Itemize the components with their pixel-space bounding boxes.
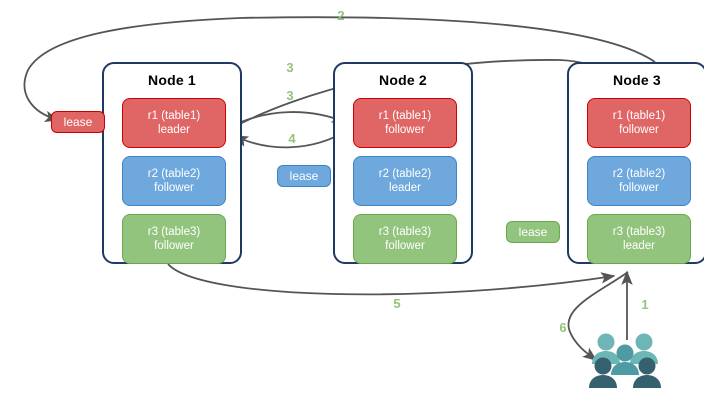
node-1-replica-r1[interactable]: r1 (table1) leader [122,98,226,148]
user-figure-center [611,344,639,375]
users-group-icon[interactable] [588,330,668,392]
node-1-title: Node 1 [148,72,196,88]
arrow-step-2 [23,16,656,122]
lease-table2-chip[interactable]: lease [277,165,331,187]
lease-table1-chip[interactable]: lease [51,111,105,133]
node-2-replica-r1-line2: follower [385,124,425,136]
node-3-replica-r3[interactable]: r3 (table3) leader [587,214,691,264]
step-label-3b: 3 [286,88,294,103]
arrow-step-6 [567,271,629,361]
step-label-1: 1 [641,297,649,312]
node-1-replica-r3-line2: follower [154,240,194,252]
node-2-replica-r3[interactable]: r3 (table3) follower [353,214,457,264]
step-label-6: 6 [559,320,567,335]
node-3-replica-r2-line1: r2 (table2) [612,168,666,180]
user-figure-front-right [633,357,661,388]
node-1-replica-r2-line2: follower [154,182,194,194]
node-2-replica-r1[interactable]: r1 (table1) follower [353,98,457,148]
node-1-replica-r3[interactable]: r3 (table3) follower [122,214,226,264]
node-3-replica-r2[interactable]: r2 (table2) follower [587,156,691,206]
node-2-box[interactable]: Node 2 r1 (table1) follower r2 (table2) … [333,62,473,264]
step-label-5: 5 [393,296,401,311]
node-3-replica-r2-line2: follower [619,182,659,194]
node-3-replica-r1[interactable]: r1 (table1) follower [587,98,691,148]
step-label-3a: 3 [286,60,294,75]
lease-table3-chip[interactable]: lease [506,221,560,243]
node-2-replica-r2-line2: leader [389,182,421,194]
node-3-title: Node 3 [613,72,661,88]
node-1-replica-r1-line1: r1 (table1) [147,110,201,122]
node-2-replica-r3-line2: follower [385,240,425,252]
node-1-replica-r2-line1: r2 (table2) [147,168,201,180]
step-label-2: 2 [337,8,345,23]
node-1-replica-r1-line2: leader [158,124,190,136]
node-2-replica-r2-line1: r2 (table2) [378,168,432,180]
arrow-step-3-to-node2 [229,111,347,128]
arrow-step-5 [167,263,616,296]
node-1-replica-r3-line1: r3 (table3) [147,226,201,238]
node-3-box[interactable]: Node 3 r1 (table1) follower r2 (table2) … [567,62,704,264]
step-label-4: 4 [288,131,296,146]
node-3-replica-r1-line1: r1 (table1) [612,110,666,122]
node-2-replica-r2[interactable]: r2 (table2) leader [353,156,457,206]
node-1-replica-r2[interactable]: r2 (table2) follower [122,156,226,206]
node-1-box[interactable]: Node 1 r1 (table1) leader r2 (table2) fo… [102,62,242,264]
node-2-replica-r3-line1: r3 (table3) [378,226,432,238]
node-2-replica-r1-line1: r1 (table1) [378,110,432,122]
node-3-replica-r1-line2: follower [619,124,659,136]
node-3-replica-r3-line2: leader [623,240,655,252]
user-figure-front-left [589,357,617,388]
node-3-replica-r3-line1: r3 (table3) [612,226,666,238]
node-2-title: Node 2 [379,72,427,88]
